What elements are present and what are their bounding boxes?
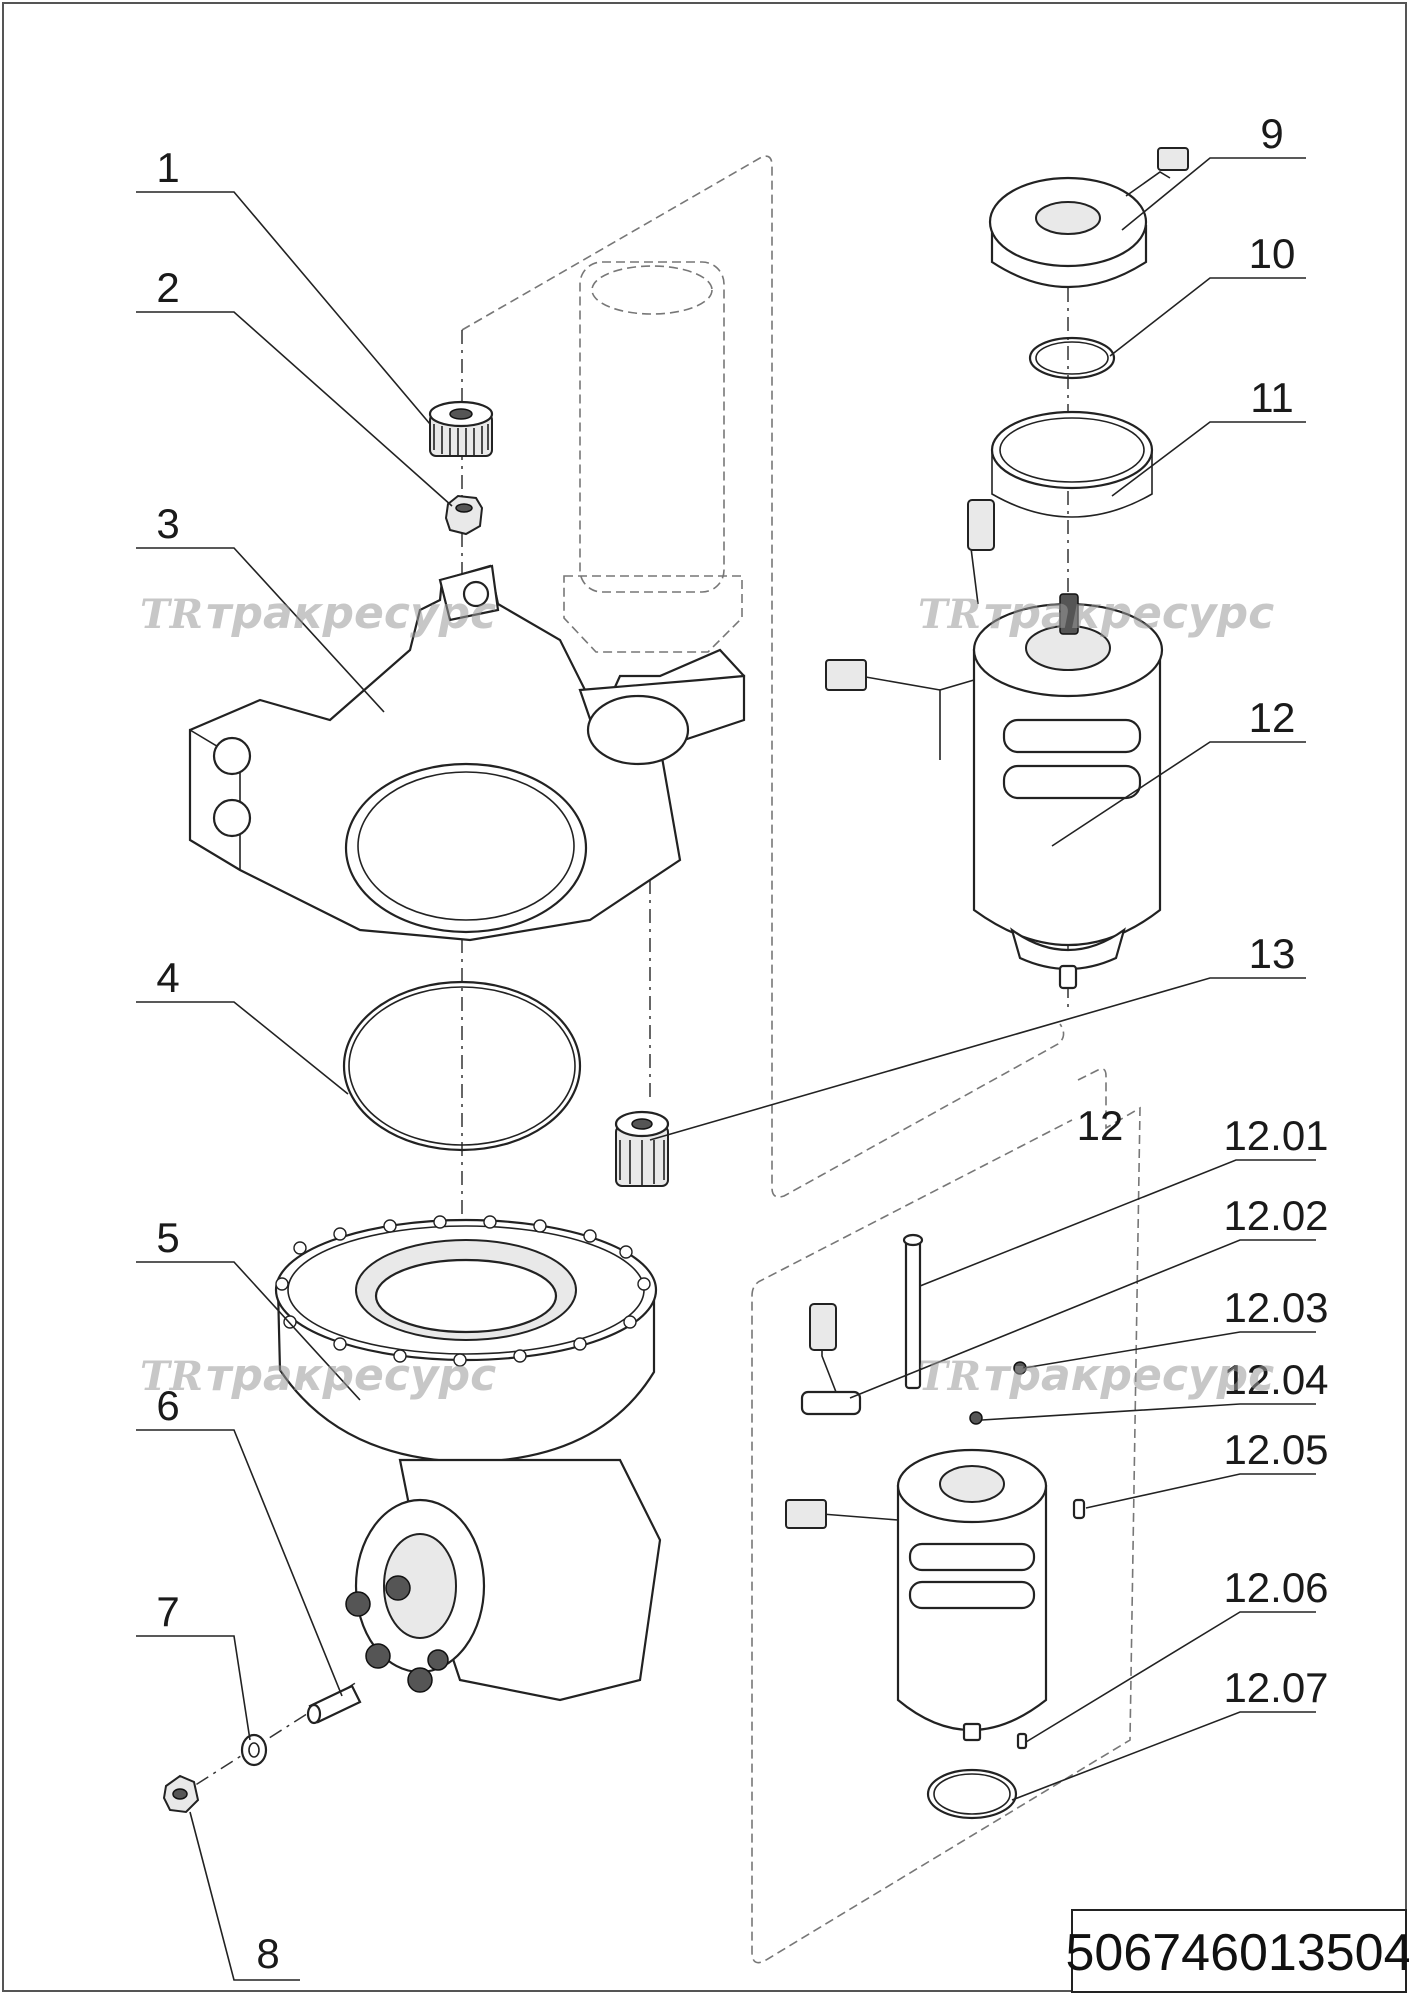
watermark-bottom-left: TR тракресурс	[140, 1350, 496, 1401]
callout-10: 10	[1249, 230, 1296, 277]
watermark-logo: TR	[140, 1353, 203, 1400]
callout-4: 4	[156, 954, 179, 1001]
part-8-flange-nut	[162, 1774, 200, 1814]
part-1-gear	[428, 400, 494, 457]
part-13-pinion	[614, 1110, 670, 1187]
watermark-text: тракресурс	[206, 588, 496, 639]
subassembly-outline-lower	[751, 1068, 1141, 1964]
part-12-05-key	[1072, 1498, 1086, 1520]
callout-12-06: 12.06	[1223, 1564, 1328, 1611]
part-6-pin	[306, 1684, 362, 1725]
watermark-bottom-right: TR тракресурс	[918, 1350, 1274, 1401]
part-12-01-bolt	[902, 1233, 924, 1390]
part-10-ring	[1028, 336, 1116, 380]
leader-lines	[136, 157, 1316, 1981]
callout-1: 1	[156, 144, 179, 191]
document-number-box: 506746013504	[1065, 1909, 1409, 1993]
part-12-motor	[825, 499, 1164, 990]
part-3-bracket	[188, 564, 746, 942]
part-12-02-sensor	[800, 1303, 862, 1416]
callout-12-07: 12.07	[1223, 1664, 1328, 1711]
watermark-logo: TR	[918, 591, 981, 638]
part-11-band	[990, 410, 1154, 518]
callout-13: 13	[1249, 930, 1296, 977]
watermark-top-right: TR тракресурс	[918, 588, 1274, 639]
callout-6: 6	[156, 1382, 179, 1429]
part-12-06-key	[1016, 1732, 1028, 1750]
callout-12-04: 12.04	[1223, 1356, 1328, 1403]
callout-12-05: 12.05	[1223, 1426, 1328, 1473]
part-12-07-o-ring	[926, 1768, 1018, 1820]
part-12-04-screw	[969, 1411, 983, 1425]
part-2-nut	[444, 494, 484, 536]
part-5-gear-housing	[274, 1215, 662, 1702]
callout-3: 3	[156, 500, 179, 547]
callout-2: 2	[156, 264, 179, 311]
callout-12: 12	[1249, 694, 1296, 741]
watermark-logo: TR	[140, 591, 203, 638]
callout-11: 11	[1250, 374, 1294, 421]
callout-12-02: 12.02	[1223, 1192, 1328, 1239]
part-7-washer	[240, 1733, 268, 1767]
watermark-logo: TR	[918, 1353, 981, 1400]
callout-7: 7	[156, 1588, 179, 1635]
watermark-text: тракресурс	[984, 588, 1274, 639]
callout-5: 5	[156, 1214, 179, 1261]
part-4-o-ring	[342, 980, 582, 1152]
callout-12-01: 12.01	[1223, 1112, 1328, 1159]
callout-9: 9	[1260, 110, 1283, 157]
part-12-motor-core	[785, 1448, 1048, 1742]
part-4-o-ring-inner	[348, 986, 576, 1146]
ghost-motor	[563, 261, 743, 653]
callout-8: 8	[256, 1930, 279, 1977]
part-9-sensor-ring	[988, 147, 1189, 289]
subassembly-label: 12	[1077, 1102, 1124, 1149]
document-number: 506746013504	[1065, 1924, 1409, 1982]
watermark-text: тракресурс	[206, 1350, 496, 1401]
subassembly-outline-upper	[461, 155, 1065, 1198]
watermark-text: тракресурс	[984, 1350, 1274, 1401]
callout-labels: 1 2 3 4 5 6 7 8 9 10 11 12 13 12.01 12.0…	[156, 110, 1328, 1977]
watermark-top-left: TR тракресурс	[140, 588, 496, 639]
callout-12-03: 12.03	[1223, 1284, 1328, 1331]
